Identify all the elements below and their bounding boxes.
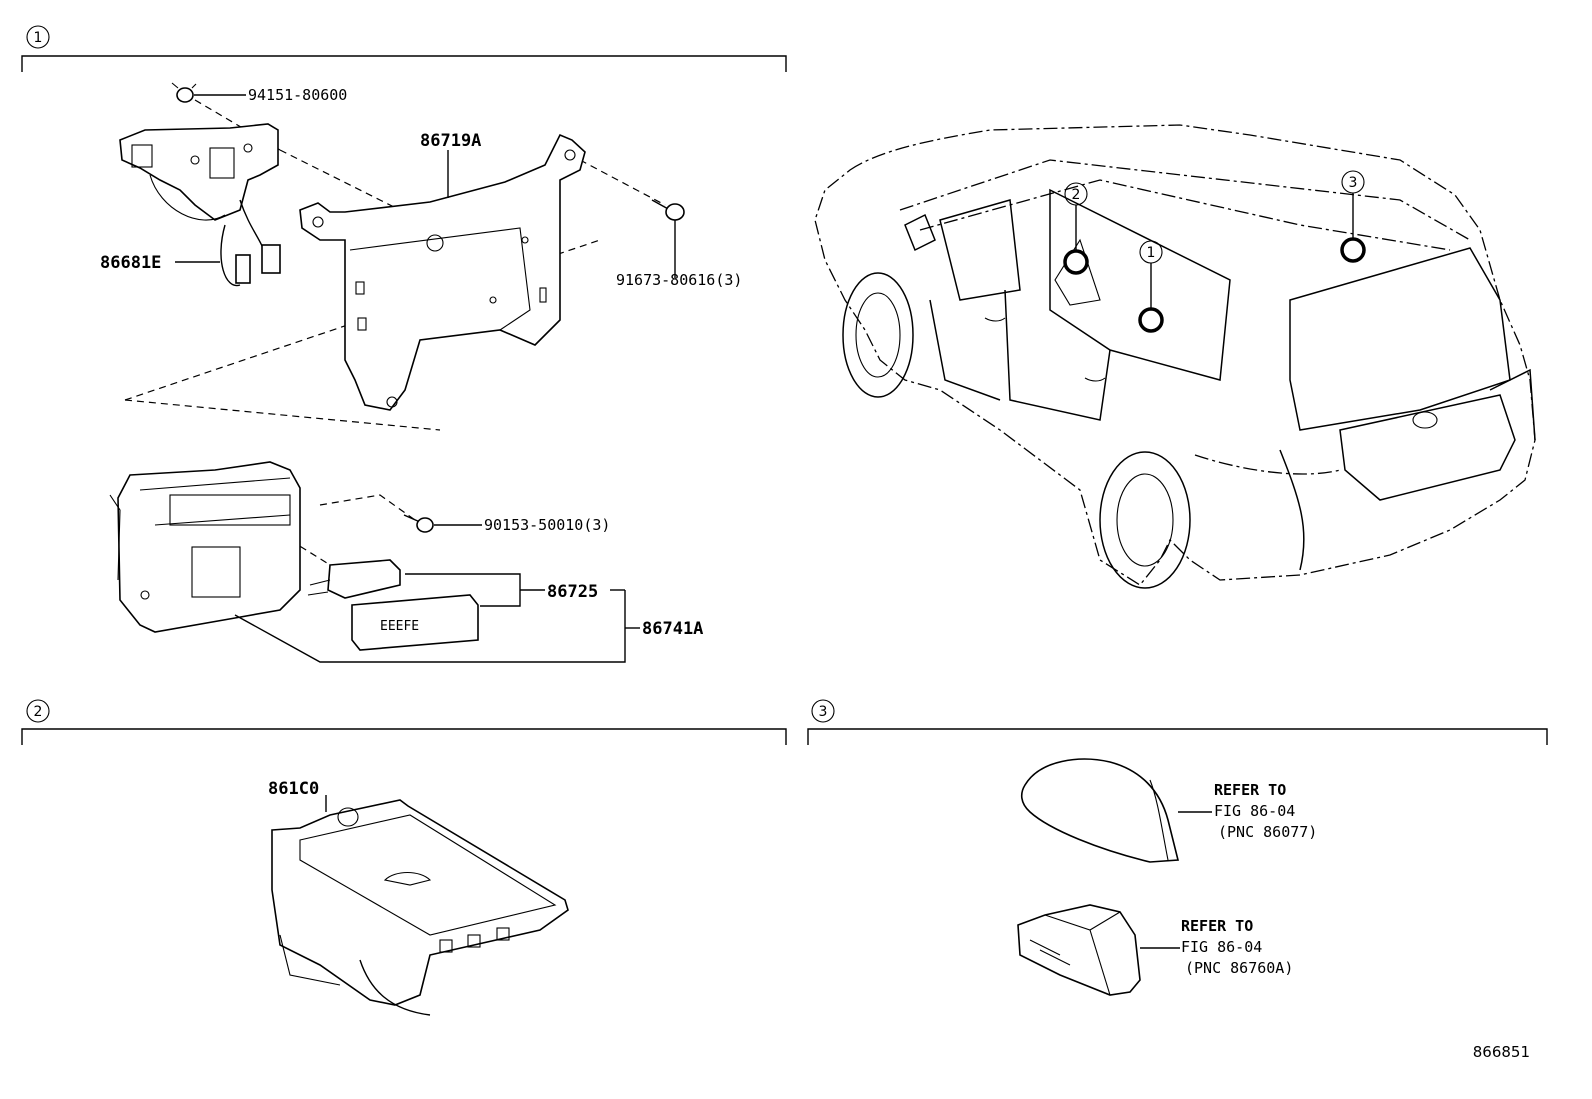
- antenna-86760A: [1017, 904, 1180, 996]
- vehicle-callout-2: 2: [1063, 182, 1089, 275]
- part-label-86741A: 86741A: [642, 619, 703, 639]
- ref-1-line2: FIG 86-04: [1214, 802, 1295, 820]
- holder-86725: EEEFE: [307, 559, 640, 651]
- bracket-86719A: [299, 133, 586, 411]
- bolt-90153-50010: [403, 514, 482, 533]
- part-label-94151-80600: 94151-80600: [248, 86, 347, 104]
- svg-text:3: 3: [1349, 175, 1358, 191]
- ref-2-line2: FIG 86-04: [1181, 938, 1262, 956]
- vehicle-callout-1: 1: [1138, 240, 1164, 333]
- vehicle-illustration: [814, 124, 1536, 589]
- section-3-frame: 3: [807, 699, 1548, 745]
- section-3-number: 3: [819, 704, 828, 720]
- part-label-90153-50010: 90153-50010(3): [484, 516, 610, 534]
- figure-id: 866851: [1473, 1043, 1530, 1061]
- bolt-94151-80600: [171, 82, 246, 103]
- part-label-86725: 86725: [547, 582, 598, 602]
- section-1-frame: 1: [21, 25, 787, 72]
- part-label-861C0: 861C0: [268, 779, 319, 799]
- holder-86725-marking: EEEFE: [380, 619, 419, 634]
- vehicle-callout-3: 3: [1340, 170, 1366, 263]
- module-86741A: [109, 461, 626, 663]
- ref-2-line3: (PNC 86760A): [1185, 959, 1293, 977]
- section-2-frame: 2: [21, 699, 787, 745]
- bracket-86681E: [119, 123, 281, 287]
- svg-text:1: 1: [1147, 245, 1156, 261]
- section-2-number: 2: [34, 704, 43, 720]
- antenna-86077: [1020, 758, 1212, 863]
- svg-text:2: 2: [1072, 187, 1081, 203]
- bolt-91673-80616: [651, 199, 685, 278]
- ref-1-line1: REFER TO: [1214, 781, 1286, 799]
- ref-1-line3: (PNC 86077): [1218, 823, 1317, 841]
- tray-861C0: [271, 795, 569, 1016]
- ref-2-line1: REFER TO: [1181, 917, 1253, 935]
- part-label-86719A: 86719A: [420, 131, 481, 151]
- part-label-86681E: 86681E: [100, 253, 161, 273]
- section-1-number: 1: [34, 30, 43, 46]
- part-label-91673-80616: 91673-80616(3): [616, 271, 742, 289]
